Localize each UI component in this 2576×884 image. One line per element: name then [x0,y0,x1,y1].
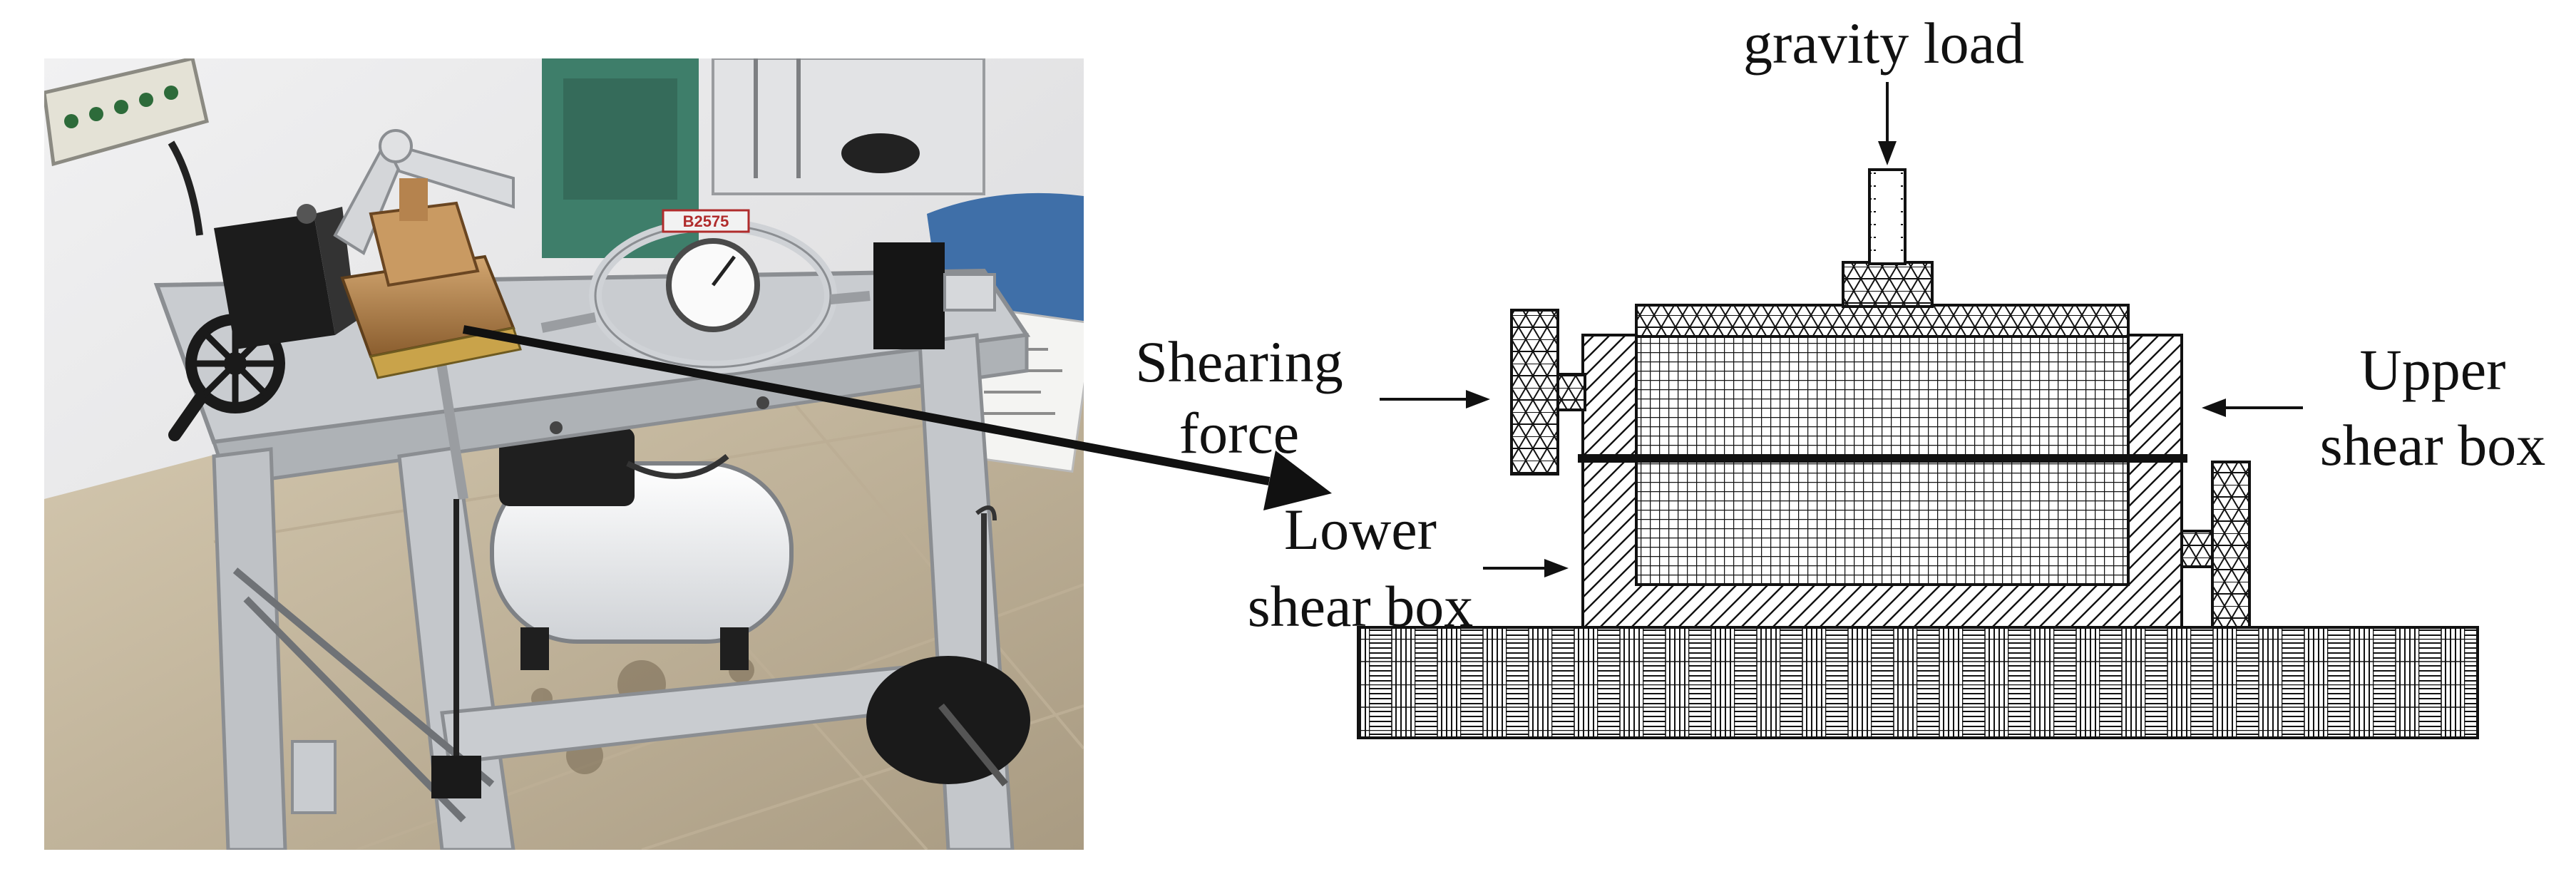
shear-box-schematic: gravity load Shearing force Upper shear … [1135,11,2546,739]
drive-motor [214,204,356,349]
floor-disc [841,133,920,173]
base-platform [1357,626,2479,739]
gravity-load-label: gravity load [1743,11,2024,76]
photo-to-diagram-arrow [462,325,1332,510]
loading-cap [1635,304,2130,338]
shearing-force-arrow [1380,390,1490,408]
gauge-tag-text: B2575 [683,212,729,230]
gravity-load-arrow [1878,82,1897,165]
background-pipe [754,58,801,178]
shearing-force-label-line2: force [1179,401,1299,466]
load-piston-base [1842,261,1934,308]
shearing-force-label-line1: Shearing [1135,329,1343,394]
lower-shear-box-label-line1: Lower [1284,497,1437,562]
dial-needle [712,255,736,287]
lower-pusher-plate [2211,461,2251,629]
upper-pusher-stem [1556,373,1586,411]
upper-shear-box-label-line2: shear box [2320,413,2546,478]
lower-shear-box-label-line2: shear box [1248,574,1474,639]
lower-shear-box-arrow [1483,559,1569,577]
upper-shear-box-label-line1: Upper [2360,337,2506,402]
green-cabinet-panel [563,78,677,200]
hanging-weight [866,505,1030,787]
load-cell-block [873,242,996,349]
background-shelf [712,58,985,195]
load-piston-stem [1868,168,1907,265]
upper-shear-box-arrow [2202,399,2303,417]
air-compressor [490,428,794,670]
shear-apparatus-photo: B2575 [44,58,1084,850]
lower-pusher-stem [2180,530,2215,568]
proving-ring: B2575 [540,209,871,374]
digital-readout-unit [44,58,209,236]
counterweight-hanger [291,499,481,814]
upper-pusher-plate [1510,309,1559,476]
